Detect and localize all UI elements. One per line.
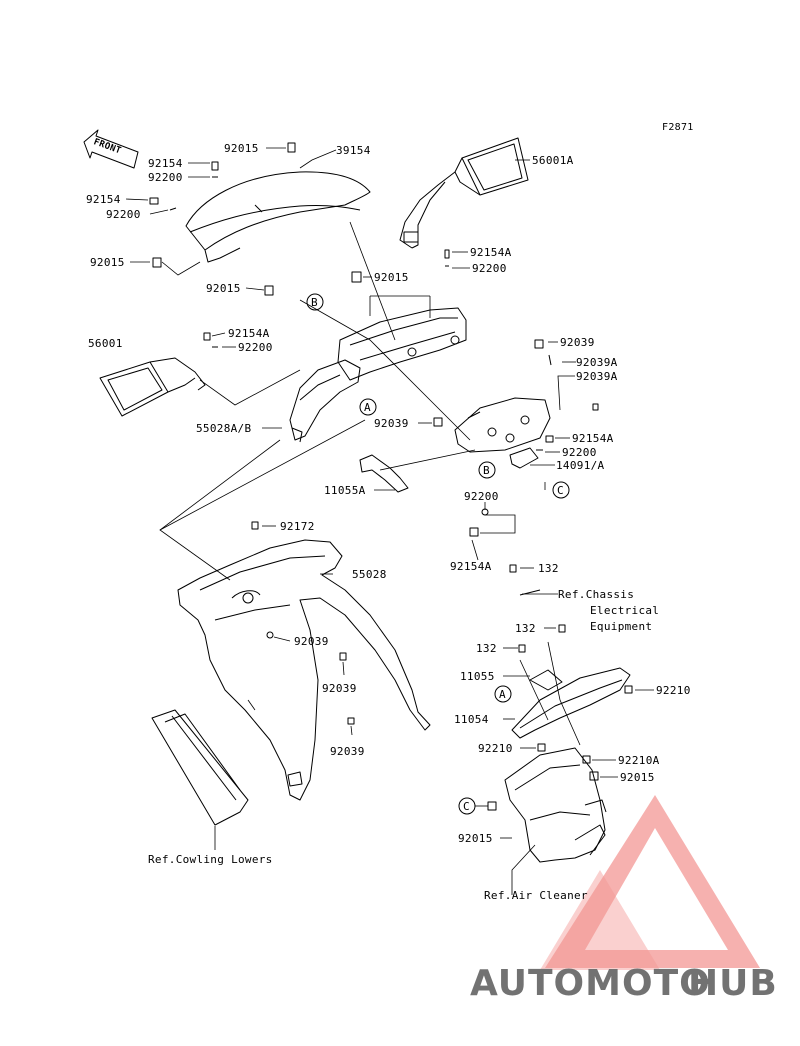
part-label: 92200 xyxy=(238,341,273,354)
part-label: 132 xyxy=(538,562,559,575)
ref-cowling-lowers: Ref.Cowling Lowers xyxy=(148,853,273,866)
callout-b-bottom: B xyxy=(478,461,496,479)
part-label: 92210 xyxy=(478,742,513,755)
mirror-left-part xyxy=(99,357,206,417)
part-label: 92154A xyxy=(228,327,270,340)
part-label: 92039 xyxy=(330,745,365,758)
part-label: 11055A xyxy=(324,484,366,497)
watermark-text-hub: HUB xyxy=(688,963,778,1004)
leader-lines xyxy=(125,147,654,895)
part-label: 92015 xyxy=(374,271,409,284)
ref-air-cleaner: Ref.Air Cleaner xyxy=(484,889,588,902)
ref-chassis-line1: Ref.Chassis xyxy=(558,588,634,601)
part-label: 92200 xyxy=(562,446,597,459)
part-label: 56001 xyxy=(88,337,123,350)
part-label: 92154A xyxy=(470,246,512,259)
part-label: 92154A xyxy=(572,432,614,445)
part-label: 92015 xyxy=(206,282,241,295)
callout-c-bottom: C xyxy=(458,797,476,815)
part-label: 92039 xyxy=(374,417,409,430)
upper-stay-part xyxy=(337,307,467,381)
upper-cowl-part xyxy=(177,539,431,801)
part-label: 55028 xyxy=(352,568,387,581)
part-label: 132 xyxy=(515,622,536,635)
ref-chassis-line2: Electrical xyxy=(590,604,659,617)
mirror-right-part xyxy=(399,137,529,249)
part-label: 92039 xyxy=(294,635,329,648)
part-label: 11055 xyxy=(460,670,495,683)
part-label: 14091/A xyxy=(556,459,605,472)
callout-c-top: C xyxy=(552,481,570,499)
svg-text:A: A xyxy=(364,401,371,414)
meter-cover-part xyxy=(454,397,551,453)
windshield-part xyxy=(185,171,371,263)
part-label: 92200 xyxy=(464,490,499,503)
air-duct-box-part xyxy=(504,747,607,863)
part-label: 56001A xyxy=(532,154,574,167)
watermark-text-auto: AUTOMOTO xyxy=(470,963,711,1004)
part-label: 55028A/B xyxy=(196,422,251,435)
part-label: 92015 xyxy=(458,832,493,845)
part-label: 92200 xyxy=(472,262,507,275)
part-label: 92039A xyxy=(576,356,618,369)
svg-text:B: B xyxy=(483,464,490,477)
small-stay-part xyxy=(529,669,563,691)
part-label: 92200 xyxy=(106,208,141,221)
watermark-triangle xyxy=(545,795,760,968)
part-label: 92200 xyxy=(148,171,183,184)
duct-part xyxy=(511,667,631,739)
part-label: 11054 xyxy=(454,713,489,726)
cowling-lower-part xyxy=(151,709,249,826)
callout-b-top: B xyxy=(306,293,324,311)
part-label: 132 xyxy=(476,642,497,655)
inner-bracket-part xyxy=(289,359,361,443)
part-labels: 92015 39154 92154 92200 92154 92200 9201… xyxy=(86,142,691,845)
hardware-parts xyxy=(149,142,633,811)
stay-bracket-part xyxy=(359,454,409,493)
ref-chassis-line3: Equipment xyxy=(590,620,652,633)
part-label: 92039 xyxy=(560,336,595,349)
part-label: 92015 xyxy=(620,771,655,784)
part-label: 92154A xyxy=(450,560,492,573)
reference-labels: Ref.Chassis Electrical Equipment Ref.Cow… xyxy=(148,588,659,902)
part-label: 92154 xyxy=(86,193,121,206)
svg-text:C: C xyxy=(557,484,564,497)
part-label: 92039A xyxy=(576,370,618,383)
part-label: 92154 xyxy=(148,157,183,170)
front-arrow-icon: FRONT xyxy=(83,129,139,169)
part-label: 92172 xyxy=(280,520,315,533)
callout-markers: B A B C A C xyxy=(306,293,570,815)
svg-text:B: B xyxy=(311,296,318,309)
svg-text:C: C xyxy=(463,800,470,813)
part-label: 92039 xyxy=(322,682,357,695)
figure-id: F2871 xyxy=(662,122,694,133)
part-label: 92015 xyxy=(224,142,259,155)
part-label: 39154 xyxy=(336,144,371,157)
callout-a-bottom: A xyxy=(494,685,512,703)
watermark-logo: AUTOMOTO HUB xyxy=(470,795,778,1004)
small-bracket-part xyxy=(509,447,539,469)
part-label: 92210 xyxy=(656,684,691,697)
callout-a-top: A xyxy=(359,398,377,416)
part-label: 92210A xyxy=(618,754,660,767)
part-label: 92015 xyxy=(90,256,125,269)
svg-text:A: A xyxy=(499,688,506,701)
